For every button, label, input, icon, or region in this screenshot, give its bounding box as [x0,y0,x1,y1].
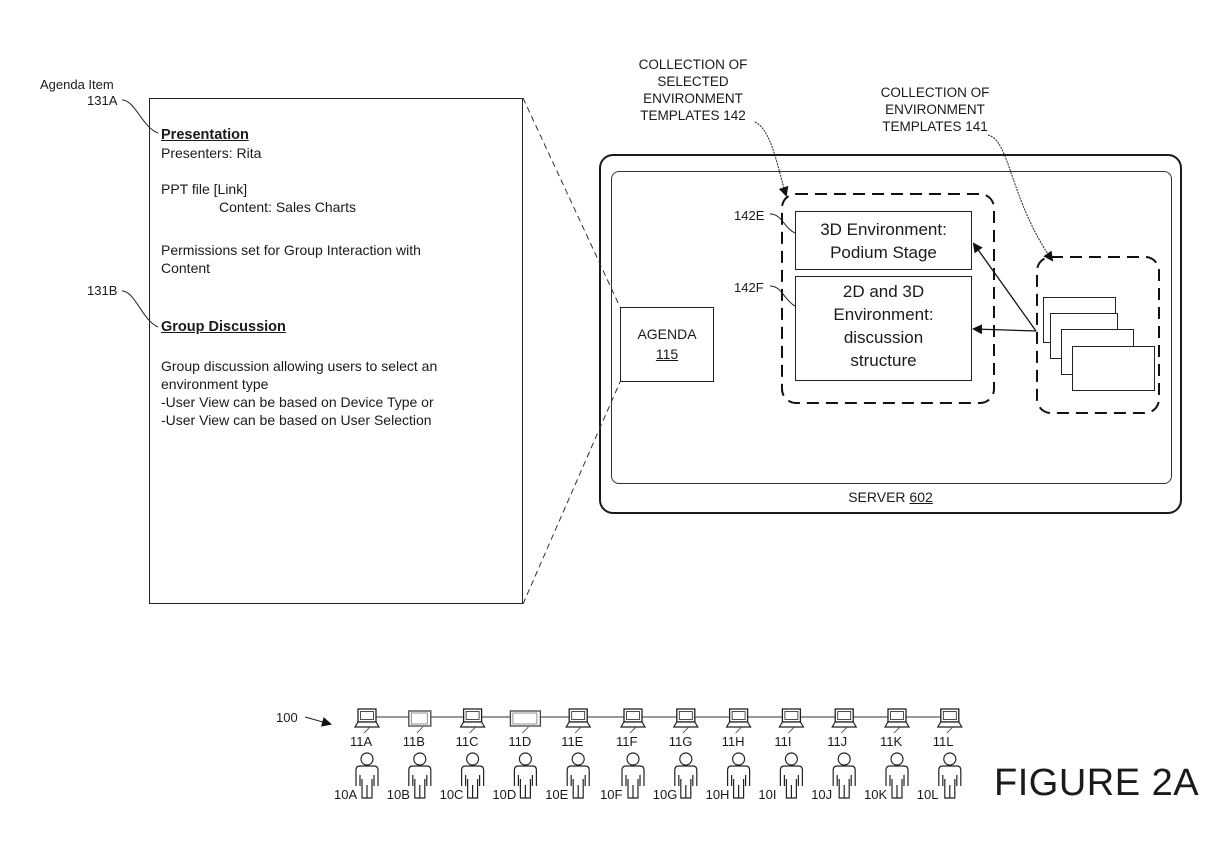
template-card [1072,346,1155,391]
agenda-115-box: AGENDA 115 [620,307,714,382]
server-label: SERVER 602 [848,489,933,505]
server-inner-panel [611,171,1172,484]
device-leader [363,726,371,734]
device-leader [629,726,637,734]
agenda-item-caption: Agenda Item [40,77,114,92]
ref-131b: 131B [87,283,118,298]
group-discussion-heading: Group Discussion [161,319,286,335]
user-icon [674,752,698,799]
ref-142f: 142F [734,280,764,295]
device-label-11h: 11H [721,734,745,749]
user-icon [621,752,645,799]
device-leader [946,726,954,734]
selected-templates-caption: COLLECTION OF SELECTED ENVIRONMENT TEMPL… [638,57,748,123]
user-icon [885,752,909,799]
device-label-11g: 11G [668,734,693,749]
laptop-icon [619,708,647,728]
leader-100 [304,716,332,727]
agenda-item-document: Presentation Presenters: Rita PPT file [… [149,98,523,604]
device-leader [469,726,476,734]
all-templates-caption: COLLECTION OF ENVIRONMENT TEMPLATES 141 [880,85,990,134]
laptop-icon [565,708,592,728]
user-label-10j: 10J [811,787,833,802]
laptop-icon [778,708,805,728]
user-icon [727,752,751,799]
group-discussion-line-4: -User View can be based on User Selectio… [161,412,432,428]
user-icon [513,752,537,799]
device-leader [682,726,690,734]
device-label-11a: 11A [350,734,373,749]
laptop-icon [936,708,963,728]
laptop-icon [883,708,911,728]
tablet-icon [509,710,542,727]
user-label-10d: 10D [492,787,517,802]
device-leader [893,726,901,734]
user-label-10f: 10F [600,787,623,802]
group-discussion-line-3: -User View can be based on Device Type o… [161,394,434,410]
laptop-icon [725,708,752,728]
figure-title: FIGURE 2A [994,762,1200,804]
permissions-line-2: Content [161,260,211,276]
ref-100: 100 [276,710,298,725]
user-label-10h: 10H [705,787,730,802]
presentation-heading: Presentation [161,127,249,143]
group-discussion-line-2: environment type [161,376,269,392]
device-label-11f: 11F [616,734,638,749]
content-line: Content: Sales Charts [219,199,356,215]
device-leader [574,726,582,734]
device-leader [788,726,795,734]
user-label-10b: 10B [386,787,410,802]
permissions-line: Permissions set for Group Interaction wi… [161,242,421,258]
presenters-line: Presenters: Rita [161,145,262,161]
user-label-10c: 10C [439,787,464,802]
laptop-icon [459,708,486,728]
device-label-11k: 11K [880,734,903,749]
user-icon [832,752,856,799]
laptop-icon [831,708,858,728]
ref-142e: 142E [734,208,765,223]
device-label-11i: 11I [774,734,792,749]
user-icon [408,752,432,799]
user-label-10a: 10A [334,787,358,802]
device-label-11j: 11J [827,734,848,749]
server-602 [599,154,1182,514]
device-leader [735,726,742,734]
device-label-11l: 11L [932,734,954,749]
template-142f-discussion-structure: 2D and 3D Environment: discussion struct… [795,276,972,381]
user-label-10l: 10L [916,787,939,802]
tablet-icon [408,710,432,727]
user-icon [779,752,803,799]
device-label-11b: 11B [402,734,425,749]
user-icon [938,752,962,799]
user-icon [566,752,590,799]
template-142e-podium-stage: 3D Environment: Podium Stage [795,211,972,270]
user-label-10i: 10I [758,787,777,802]
user-label-10k: 10K [864,787,888,802]
device-leader [522,726,529,734]
laptop-icon [672,708,699,728]
user-label-10e: 10E [545,787,569,802]
user-icon [461,752,485,799]
ppt-file-link[interactable]: PPT file [Link] [161,181,248,197]
user-icon [355,752,379,799]
device-label-11d: 11D [508,734,532,749]
laptop-icon [353,708,381,728]
device-label-11c: 11C [455,734,479,749]
device-leader [840,726,848,734]
ref-131a: 131A [87,93,118,108]
device-leader [416,726,424,734]
group-discussion-line-1: Group discussion allowing users to selec… [161,358,438,374]
user-label-10g: 10G [652,787,678,802]
device-label-11e: 11E [561,734,584,749]
